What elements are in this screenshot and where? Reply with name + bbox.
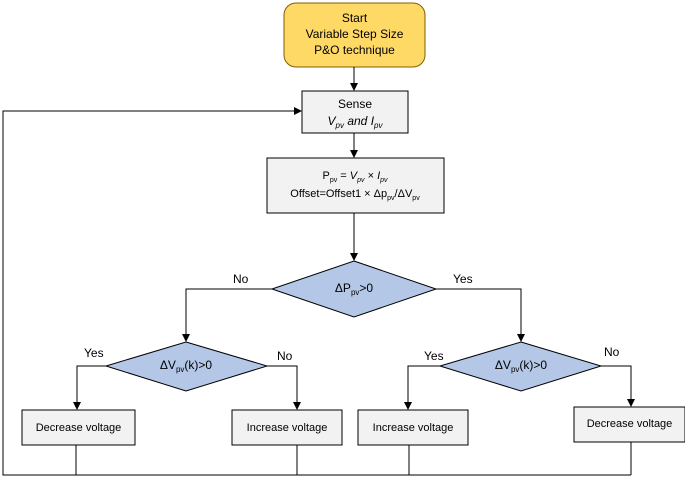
action-increase-voltage-right: Increase voltage <box>357 409 469 446</box>
main-no-label: No <box>233 272 249 286</box>
start-method-label: Variable Step Size <box>306 27 404 41</box>
sense-variables: Vpv and Ipv <box>328 114 384 130</box>
branch-right-no <box>601 365 635 407</box>
action-label: Increase voltage <box>247 422 328 434</box>
action-decrease-voltage-left: Decrease voltage <box>21 409 136 446</box>
branch-left-no <box>267 365 301 410</box>
power-change-condition: ΔPpv>0 <box>335 281 373 297</box>
left-no-label: No <box>277 349 293 363</box>
right-voltage-decision: ΔVpv(k)>0 <box>438 341 603 392</box>
right-yes-label: Yes <box>424 349 444 363</box>
power-equation: Ppv = Vpv × Ipv <box>322 170 388 184</box>
power-change-decision: ΔPpv>0 <box>270 260 438 318</box>
right-voltage-condition: ΔVpv(k)>0 <box>495 358 547 374</box>
main-yes-label: Yes <box>453 272 473 286</box>
left-yes-label: Yes <box>84 346 104 360</box>
branch-left-yes <box>73 365 106 410</box>
sense-box: Sense Vpv and Ipv <box>301 90 409 134</box>
action-label: Increase voltage <box>373 422 454 434</box>
calculation-box: Ppv = Vpv × Ipv Offset=Offset1 × Δppv/ΔV… <box>266 157 445 214</box>
branch-main-yes <box>436 288 525 342</box>
action-label: Decrease voltage <box>587 418 673 430</box>
left-voltage-condition: ΔVpv(k)>0 <box>160 358 212 374</box>
action-label: Decrease voltage <box>36 422 122 434</box>
action-decrease-voltage-right: Decrease voltage <box>573 406 685 443</box>
action-increase-voltage-left: Increase voltage <box>231 409 343 446</box>
sense-title: Sense <box>338 97 372 111</box>
start-label: Start <box>342 11 368 25</box>
right-no-label: No <box>604 345 620 359</box>
branch-main-no <box>182 288 272 342</box>
branch-right-yes <box>404 365 440 410</box>
start-terminal: Start Variable Step Size P&O technique <box>283 2 426 68</box>
offset-equation: Offset=Offset1 × Δppv/ΔVpv <box>290 188 420 202</box>
left-voltage-decision: ΔVpv(k)>0 <box>104 341 269 392</box>
feedback-loop-line <box>2 107 631 476</box>
start-technique-label: P&O technique <box>314 43 395 57</box>
